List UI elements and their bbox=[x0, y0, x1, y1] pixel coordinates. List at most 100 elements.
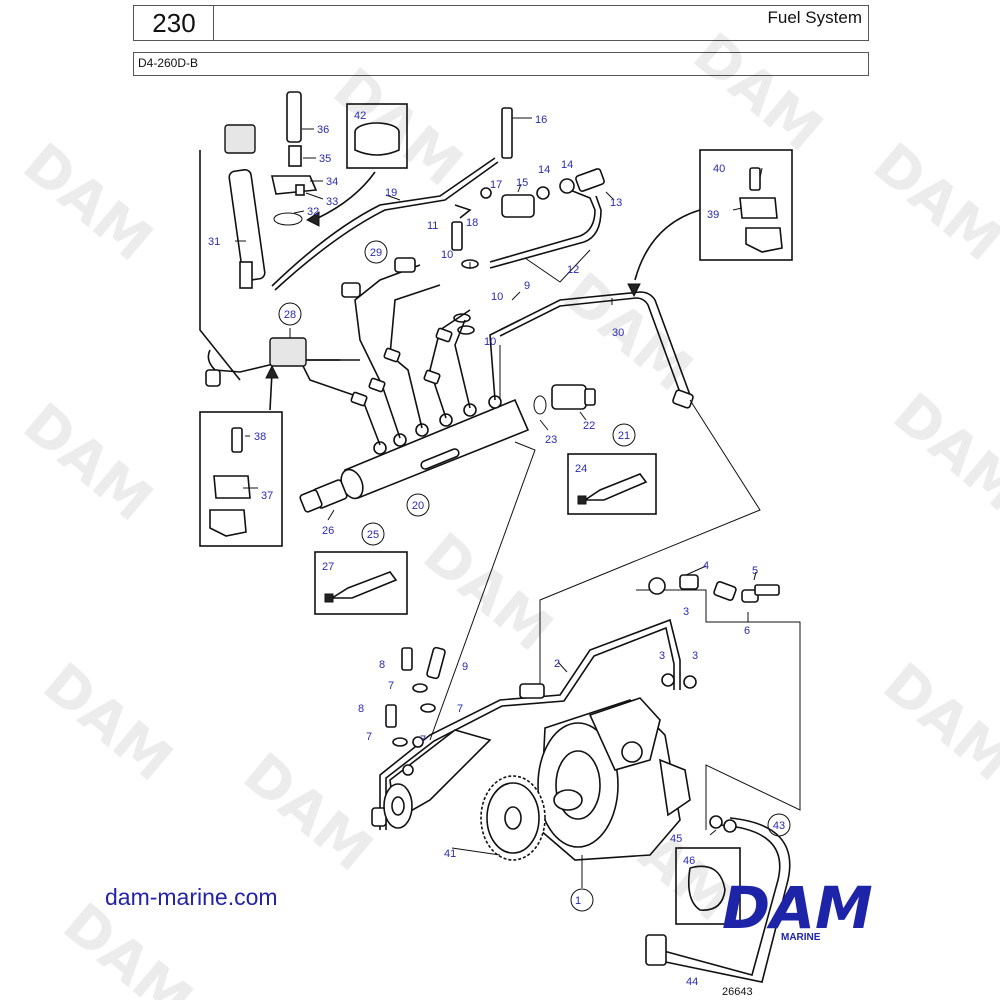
callout-30: 30 bbox=[612, 327, 624, 339]
fuel-pipe-12 bbox=[489, 187, 596, 263]
logo-subtext: MARINE bbox=[781, 932, 821, 943]
detail-box-27 bbox=[314, 551, 408, 615]
callout-29: 29 bbox=[370, 247, 382, 259]
title-box: Fuel System bbox=[213, 5, 869, 41]
callout-12: 12 bbox=[567, 264, 579, 276]
watermark: DAM bbox=[551, 261, 704, 404]
callout-38: 38 bbox=[254, 431, 266, 443]
callout-36: 36 bbox=[317, 124, 329, 136]
callout-14: 14 bbox=[561, 159, 573, 171]
detail-box-42 bbox=[346, 103, 408, 169]
callout-44: 44 bbox=[686, 976, 698, 988]
fitting-15-16 bbox=[480, 107, 605, 218]
injector-pipes bbox=[205, 257, 521, 446]
detail-box-37-38 bbox=[199, 411, 283, 547]
logo-text: DAM bbox=[722, 874, 873, 942]
callout-7: 7 bbox=[420, 734, 426, 746]
callout-25: 25 bbox=[367, 529, 379, 541]
fuel-pipe-30 bbox=[499, 291, 691, 396]
detail-box-39-40 bbox=[699, 149, 793, 261]
callout-40: 40 bbox=[713, 163, 725, 175]
model-code: D4-260D-B bbox=[138, 56, 199, 70]
callout-2: 2 bbox=[554, 658, 560, 670]
detail-box-46 bbox=[675, 847, 741, 925]
callout-labels: 1 2 3 3 3 4 5 6 7 7 7 7 8 8 9 9 10 10 10… bbox=[208, 110, 785, 988]
callout-7: 7 bbox=[388, 680, 394, 692]
model-box: D4-260D-B bbox=[133, 52, 869, 76]
callout-10: 10 bbox=[491, 291, 503, 303]
callout-23: 23 bbox=[545, 434, 557, 446]
callout-3: 3 bbox=[692, 650, 698, 662]
pump-pipe-2 bbox=[379, 618, 681, 830]
page-title: Fuel System bbox=[767, 8, 862, 27]
injector-assembly bbox=[199, 91, 318, 381]
callout-3: 3 bbox=[683, 606, 689, 618]
callout-24: 24 bbox=[575, 463, 587, 475]
callout-4: 4 bbox=[703, 560, 709, 572]
watermark: DAM bbox=[881, 381, 1000, 524]
watermark: DAM bbox=[11, 391, 164, 534]
callout-14: 14 bbox=[538, 164, 550, 176]
watermark: DAM bbox=[11, 131, 164, 274]
callout-3: 3 bbox=[659, 650, 665, 662]
watermark: DAM bbox=[321, 56, 474, 199]
callout-26: 26 bbox=[322, 525, 334, 537]
detail-box-24 bbox=[567, 453, 657, 515]
banjo-11 bbox=[451, 204, 479, 335]
callout-8: 8 bbox=[379, 659, 385, 671]
hose-43-44 bbox=[645, 815, 791, 983]
callout-32: 32 bbox=[307, 206, 319, 218]
return-line-19 bbox=[271, 157, 496, 287]
callout-33: 33 bbox=[326, 196, 338, 208]
callout-21: 21 bbox=[618, 430, 630, 442]
leader-lines bbox=[235, 117, 763, 888]
callout-37: 37 bbox=[261, 490, 273, 502]
pump-gear-41 bbox=[480, 775, 546, 861]
callout-8: 8 bbox=[358, 703, 364, 715]
high-pressure-pump-1 bbox=[537, 697, 691, 861]
callout-46: 46 bbox=[683, 855, 695, 867]
fuel-filter-housing bbox=[383, 646, 492, 829]
callout-9: 9 bbox=[462, 661, 468, 673]
callout-45: 45 bbox=[670, 833, 682, 845]
callout-11: 11 bbox=[427, 220, 438, 232]
callout-10: 10 bbox=[441, 249, 453, 261]
common-rail-20 bbox=[299, 395, 530, 513]
watermark: DAM bbox=[861, 131, 1000, 274]
callout-10: 10 bbox=[484, 336, 496, 348]
callout-27: 27 bbox=[322, 561, 334, 573]
figure-reference: 26643 bbox=[722, 986, 753, 998]
callout-28: 28 bbox=[284, 309, 296, 321]
callout-15: 15 bbox=[516, 177, 528, 189]
callout-16: 16 bbox=[535, 114, 547, 126]
callout-31: 31 bbox=[208, 236, 220, 248]
pump-fittings-3-6 bbox=[648, 574, 780, 689]
callout-7: 7 bbox=[366, 731, 372, 743]
watermark: DAM bbox=[411, 521, 564, 664]
watermark: DAM bbox=[681, 21, 834, 164]
callout-35: 35 bbox=[319, 153, 331, 165]
callout-34: 34 bbox=[326, 176, 338, 188]
callout-20: 20 bbox=[412, 500, 424, 512]
callout-43: 43 bbox=[773, 820, 785, 832]
callout-circles bbox=[278, 240, 791, 912]
callout-17: 17 bbox=[490, 179, 502, 191]
callout-5: 5 bbox=[752, 565, 758, 577]
pressure-sensor-22 bbox=[533, 384, 596, 415]
callout-39: 39 bbox=[707, 209, 719, 221]
callout-18: 18 bbox=[466, 217, 478, 229]
callout-13: 13 bbox=[610, 197, 622, 209]
dam-marine-logo: DAM bbox=[722, 874, 873, 942]
callout-6: 6 bbox=[744, 625, 750, 637]
connector-28 bbox=[269, 337, 307, 367]
website-link[interactable]: dam-marine.com bbox=[105, 884, 278, 910]
callout-22: 22 bbox=[583, 420, 595, 432]
callout-1: 1 bbox=[575, 895, 581, 907]
callout-41: 41 bbox=[444, 848, 456, 860]
watermark: DAM bbox=[871, 651, 1000, 794]
callout-19: 19 bbox=[385, 187, 397, 199]
callout-7: 7 bbox=[457, 703, 463, 715]
watermark: DAM bbox=[231, 741, 384, 884]
page-number: 230 bbox=[133, 5, 215, 41]
